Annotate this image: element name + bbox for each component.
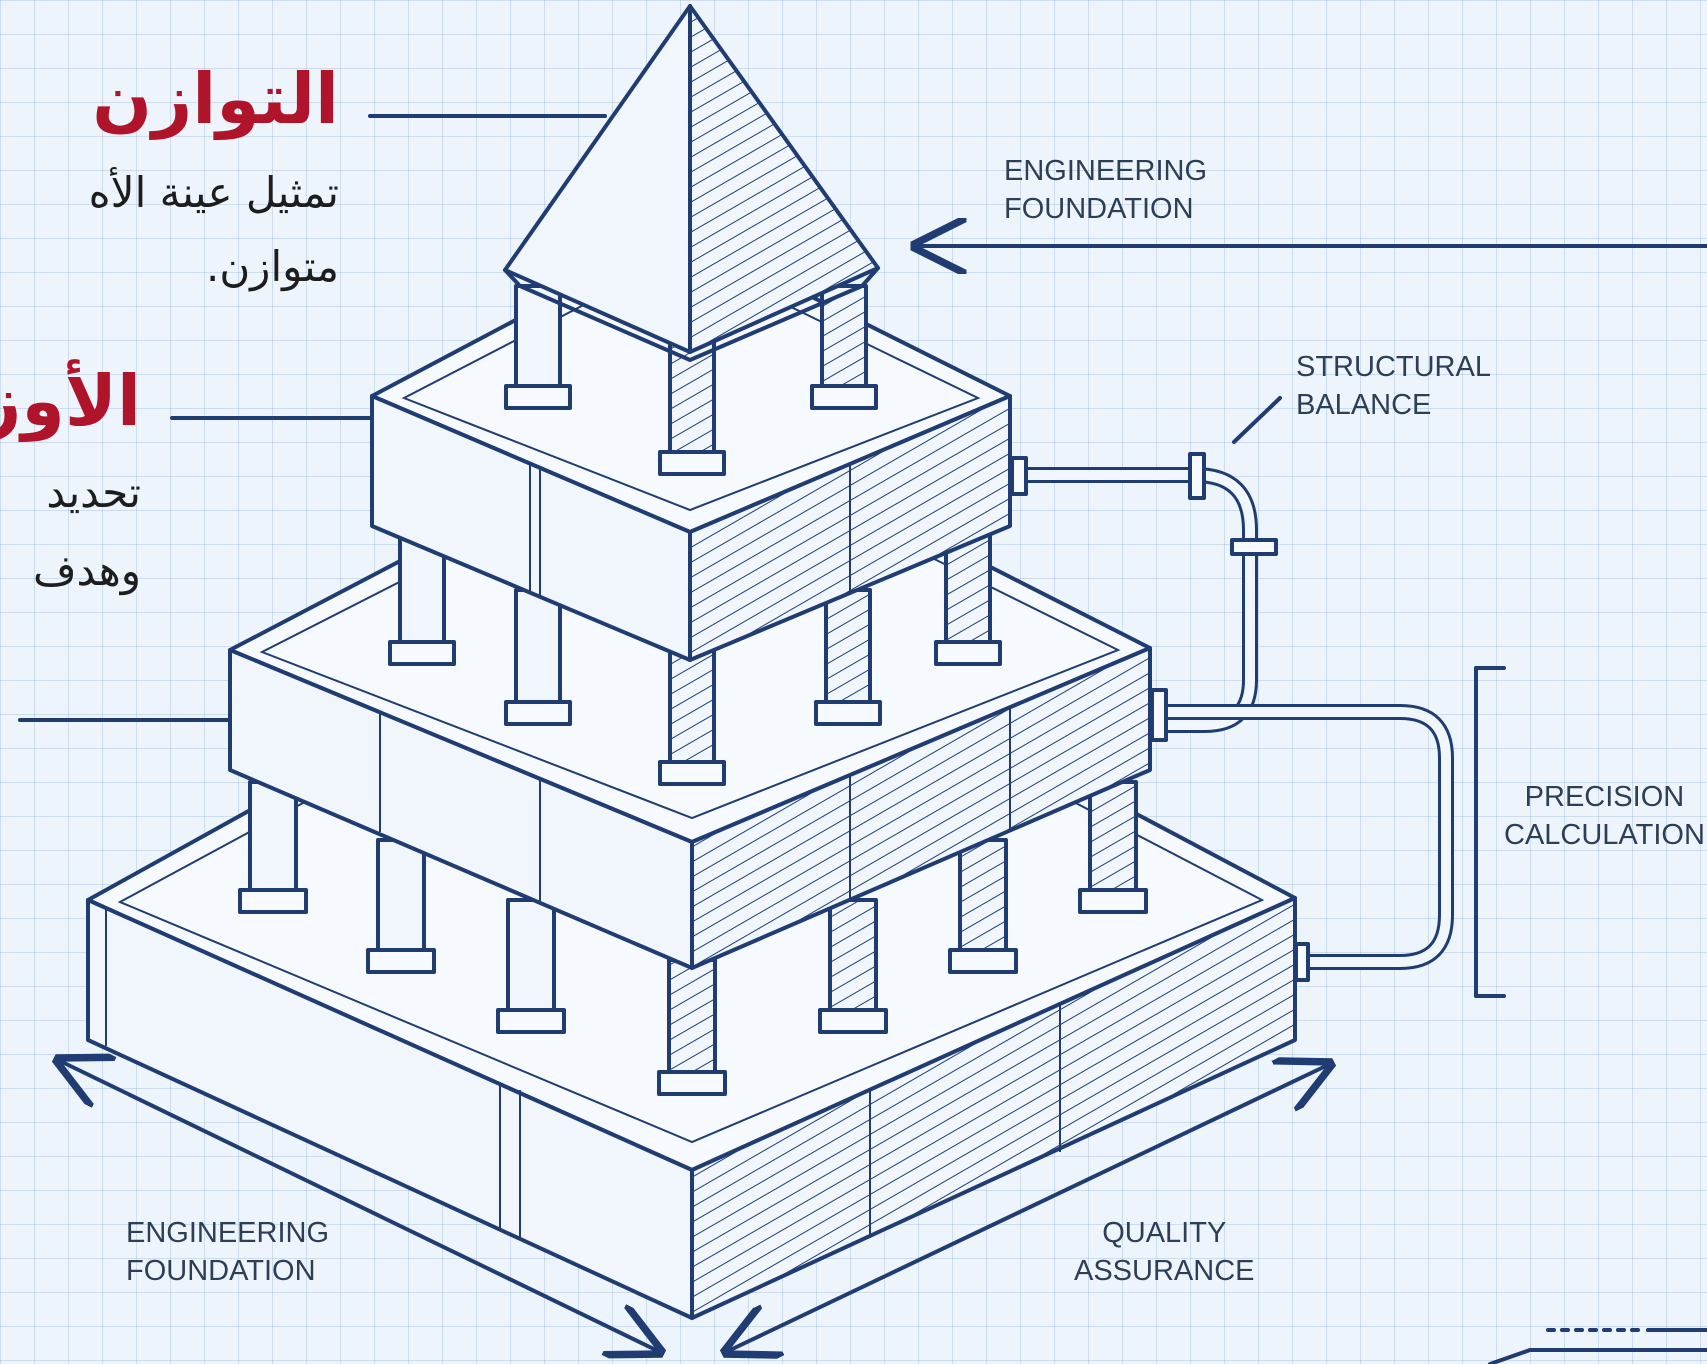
pillar — [504, 588, 572, 726]
pillar — [810, 284, 878, 410]
leader-lines — [18, 114, 607, 722]
balance-description-line-2: متوازن. — [205, 242, 339, 291]
engineering-foundation-label-bottom: ENGINEERING FOUNDATION — [126, 1217, 330, 1287]
pillar — [238, 780, 308, 914]
pillar — [496, 898, 566, 1034]
base-right-dimension-arrow — [726, 1064, 1330, 1352]
pillar — [504, 284, 572, 410]
lower-pillars — [238, 780, 1148, 1096]
pillar — [658, 338, 726, 476]
structural-balance-label: STRUCTURAL BALANCE — [1296, 351, 1491, 421]
quality-assurance-label: QUALITY ASSURANCE — [1074, 1217, 1255, 1287]
weights-heading: الأوز — [0, 360, 141, 442]
pillar — [818, 898, 888, 1034]
pillar — [658, 648, 726, 786]
pillar — [388, 528, 456, 666]
weights-description-line-2: وهدف — [32, 546, 141, 595]
engineering-foundation-label-top: ENGINEERING FOUNDATION — [1004, 155, 1208, 225]
weights-description-line-1: تحديد — [46, 468, 141, 517]
pillar — [366, 838, 436, 974]
pillar — [657, 958, 727, 1096]
pillar — [934, 528, 1002, 666]
pillar — [814, 588, 882, 726]
middle-pillars — [388, 528, 1002, 786]
balance-heading: التوازن — [92, 58, 339, 140]
structural-balance-pointer — [1232, 396, 1282, 444]
pillar — [1078, 780, 1148, 914]
pillar — [948, 838, 1018, 974]
precision-dimension-bracket — [1474, 666, 1506, 998]
base-left-dimension-arrow — [58, 1060, 660, 1352]
top-pillars — [504, 284, 878, 476]
balance-description-line-1: تمثيل عينة الأه — [88, 168, 339, 217]
pyramid-roof — [503, 4, 880, 362]
pipe-system — [1010, 452, 1454, 982]
decorative-corner-line — [1488, 1328, 1707, 1364]
precision-calculation-label: PRECISION CALCULATION — [1504, 781, 1705, 851]
